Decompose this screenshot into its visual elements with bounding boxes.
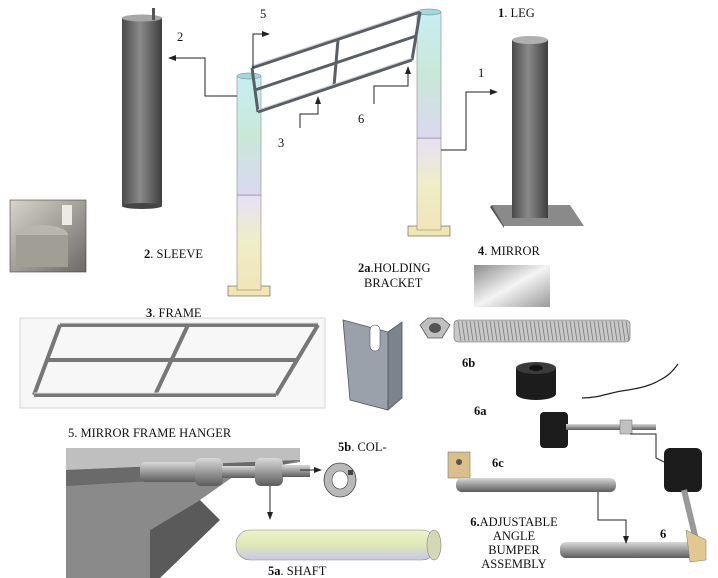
label-frame: 3. FRAME [146, 306, 202, 320]
thread-line [569, 320, 574, 342]
thread-line [517, 320, 522, 342]
label-bumper-line3: BUMPER [488, 543, 540, 557]
thread-line [537, 320, 542, 342]
thread-line [585, 320, 590, 342]
thread-line [613, 320, 618, 342]
thread-line [509, 320, 514, 342]
rubber-bumper [516, 362, 556, 400]
mirror-panel [474, 265, 550, 307]
sleeve-cylinder [122, 8, 162, 209]
thread-line [525, 320, 530, 342]
thread-line [469, 320, 474, 342]
thread-line [573, 320, 578, 342]
thread-line [521, 320, 526, 342]
thread-line [481, 320, 486, 342]
bumper-rod [540, 412, 656, 448]
thread-line [553, 320, 558, 342]
thread-line [561, 320, 566, 342]
thread-line [501, 320, 506, 342]
callout-6b: 6b [462, 356, 476, 370]
holding-bracket [342, 319, 403, 411]
sleeve-photo [9, 199, 87, 273]
thread-line [485, 320, 490, 342]
thread-line [625, 320, 630, 342]
callout-2: 2 [177, 30, 184, 44]
callout-6-right: 6 [660, 527, 667, 541]
thread-line [489, 320, 494, 342]
shaft-collar [323, 462, 357, 498]
leg-cylinder [490, 36, 584, 228]
curly-brace [581, 363, 679, 399]
thread-line [577, 320, 582, 342]
thread-line [465, 320, 470, 342]
hanger-drawing [66, 448, 310, 578]
bar-6c [447, 451, 616, 492]
thread-line [513, 320, 518, 342]
label-bumper-line4: ASSEMBLY [481, 557, 547, 571]
thread-line [461, 320, 466, 342]
callout-lines [168, 31, 665, 544]
label-mirror: 4. MIRROR [478, 244, 540, 258]
thread-line [457, 320, 462, 342]
label-shaft: 5a. SHAFT [268, 564, 327, 578]
callout-3: 3 [278, 136, 285, 150]
label-sleeve: 2. SLEEVE [144, 247, 204, 261]
thread-line [597, 320, 602, 342]
thread-line [529, 320, 534, 342]
threaded-rod [453, 319, 631, 343]
l-assembly [560, 448, 707, 563]
thread-line [473, 320, 478, 342]
thread-line [533, 320, 538, 342]
label-bumper: 6.ADJUSTABLE [470, 515, 558, 529]
thread-line [545, 320, 550, 342]
thread-line [557, 320, 562, 342]
label-bumper-line2: ANGLE [492, 529, 536, 543]
shaft [235, 529, 442, 561]
label-collar: 5b. COL- [338, 440, 387, 454]
callout-6a: 6a [474, 404, 487, 418]
thread-line [589, 320, 594, 342]
callout-5: 5 [260, 7, 267, 21]
callout-6: 6 [358, 112, 365, 126]
thread-line [477, 320, 482, 342]
thread-line [593, 320, 598, 342]
thread-line [617, 320, 622, 342]
callout-6c: 6c [492, 456, 504, 470]
frame-drawing [19, 317, 326, 409]
gate-structure [227, 8, 451, 297]
thread-line [609, 320, 614, 342]
thread-line [605, 320, 610, 342]
label-holding-bracket: 2a.HOLDING [358, 261, 431, 275]
thread-line [581, 320, 586, 342]
thread-line [505, 320, 510, 342]
thread-line [549, 320, 554, 342]
thread-line [565, 320, 570, 342]
thread-line [493, 320, 498, 342]
hex-nut [419, 317, 451, 339]
thread-line [621, 320, 626, 342]
thread-line [541, 320, 546, 342]
thread-line [497, 320, 502, 342]
label-holding-bracket-line2: BRACKET [364, 276, 423, 290]
thread-line [601, 320, 606, 342]
callout-1: 1 [478, 66, 485, 80]
label-hanger: 5. MIRROR FRAME HANGER [68, 426, 232, 440]
label-leg: 1. LEG [498, 6, 535, 20]
